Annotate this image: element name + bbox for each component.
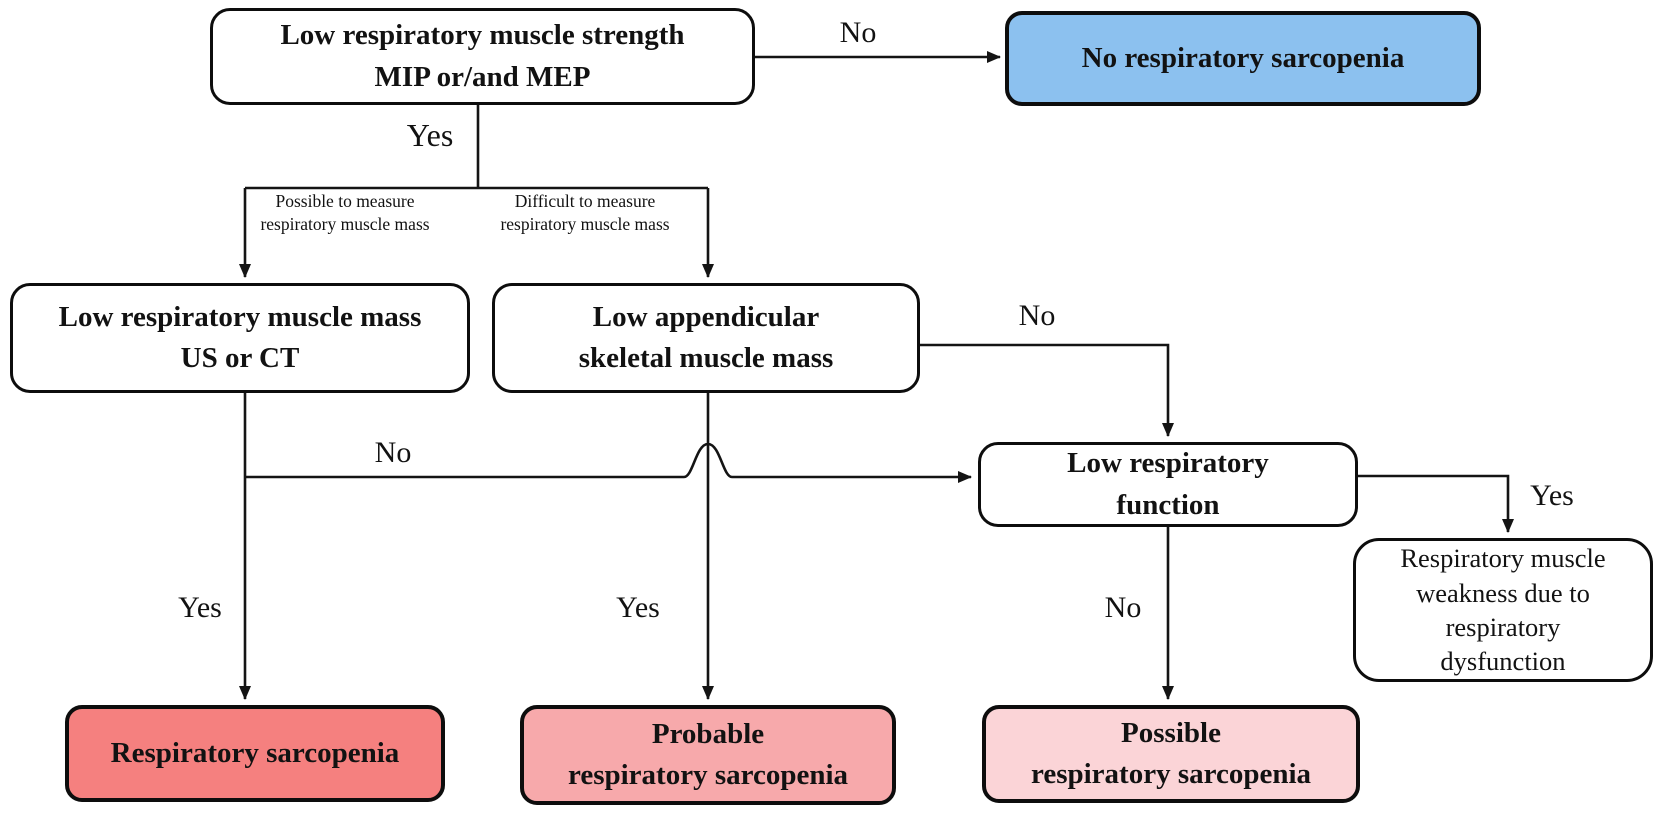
edge-label-asm-no: No: [1018, 299, 1056, 332]
node-no-respiratory-sarcopenia: No respiratory sarcopenia: [1005, 11, 1481, 106]
edge-label-possible-to-measure: Possible to measure respiratory muscle m…: [260, 191, 430, 235]
node-low-respiratory-function: Low respiratory function: [978, 442, 1358, 527]
edge-label-function-yes: Yes: [1530, 479, 1574, 512]
edge-asm-no-to-function: [920, 343, 1174, 437]
edge-label-asm-yes: Yes: [616, 591, 660, 624]
edge-label-mass-no: No: [374, 436, 412, 469]
edge-label-function-no: No: [1104, 591, 1142, 624]
edge-label-mass-yes: Yes: [178, 591, 222, 624]
edge-mass-no-to-function: [245, 442, 972, 483]
node-respiratory-sarcopenia: Respiratory sarcopenia: [65, 705, 445, 802]
node-possible-respiratory-sarcopenia: Possible respiratory sarcopenia: [982, 705, 1360, 803]
node-low-respiratory-muscle-strength: Low respiratory muscle strength MIP or/a…: [210, 8, 755, 105]
node-respiratory-muscle-weakness: Respiratory muscle weakness due to respi…: [1353, 538, 1653, 682]
node-probable-respiratory-sarcopenia: Probable respiratory sarcopenia: [520, 705, 896, 805]
edge-label-strength-no: No: [839, 16, 877, 49]
edge-function-yes-to-weakness: [1357, 474, 1514, 533]
edge-label-difficult-to-measure: Difficult to measure respiratory muscle …: [500, 191, 670, 235]
node-low-respiratory-muscle-mass: Low respiratory muscle mass US or CT: [10, 283, 470, 393]
edge-label-strength-yes: Yes: [406, 117, 454, 153]
node-low-appendicular-skeletal-muscle-mass: Low appendicular skeletal muscle mass: [492, 283, 920, 393]
